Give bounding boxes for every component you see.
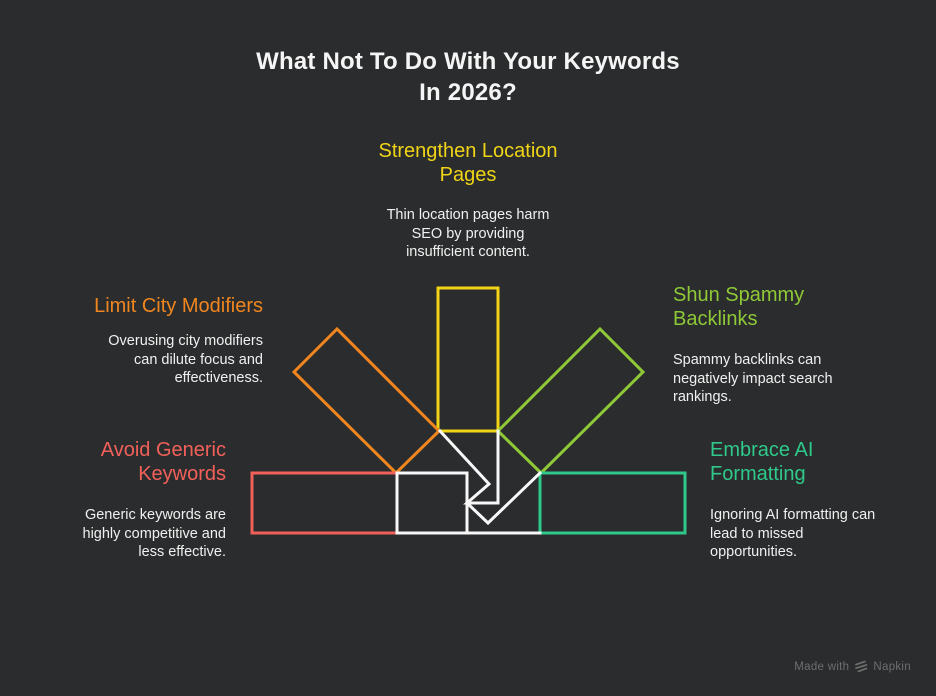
desc-embrace-ai-formatting: Ignoring AI formatting can lead to misse… bbox=[710, 507, 876, 560]
watermark-brand-label: Napkin bbox=[873, 660, 911, 673]
desc-avoid-generic-keywords: Generic keywords are highly competitive … bbox=[82, 507, 226, 560]
yellow-arrow-shape bbox=[436, 286, 500, 433]
desc-strengthen-location-pages: Thin location pages harm SEO by providin… bbox=[386, 207, 550, 260]
heading-shun-spammy-backlinks: Shun Spammy Backlinks bbox=[673, 284, 805, 330]
page-title: What Not To Do With Your Keywords In 202… bbox=[256, 48, 680, 106]
white-arrowhead bbox=[464, 470, 543, 526]
desc-shun-spammy-backlinks: Spammy backlinks can negatively impact s… bbox=[673, 352, 833, 405]
white-center-rect bbox=[395, 471, 469, 535]
orange-arrow-shape bbox=[291, 326, 442, 476]
red-arrow-shape bbox=[250, 471, 399, 535]
heading-strengthen-location-pages: Strengthen Location Pages bbox=[378, 140, 558, 186]
napkin-logo-icon bbox=[855, 660, 868, 673]
desc-limit-city-modifiers: Overusing city modifiers can dilute focu… bbox=[108, 333, 263, 386]
white-zigzag-arrow bbox=[437, 428, 500, 505]
teal-arrow-shape bbox=[538, 471, 687, 535]
watermark-made-with-label: Made with bbox=[794, 660, 850, 673]
heading-embrace-ai-formatting: Embrace AI Formatting bbox=[710, 439, 814, 485]
heading-avoid-generic-keywords: Avoid Generic Keywords bbox=[100, 439, 226, 485]
lime-arrow-shape bbox=[495, 326, 646, 476]
made-with-napkin-watermark: Made with Napkin bbox=[794, 660, 911, 673]
heading-limit-city-modifiers: Limit City Modifiers bbox=[94, 295, 263, 317]
